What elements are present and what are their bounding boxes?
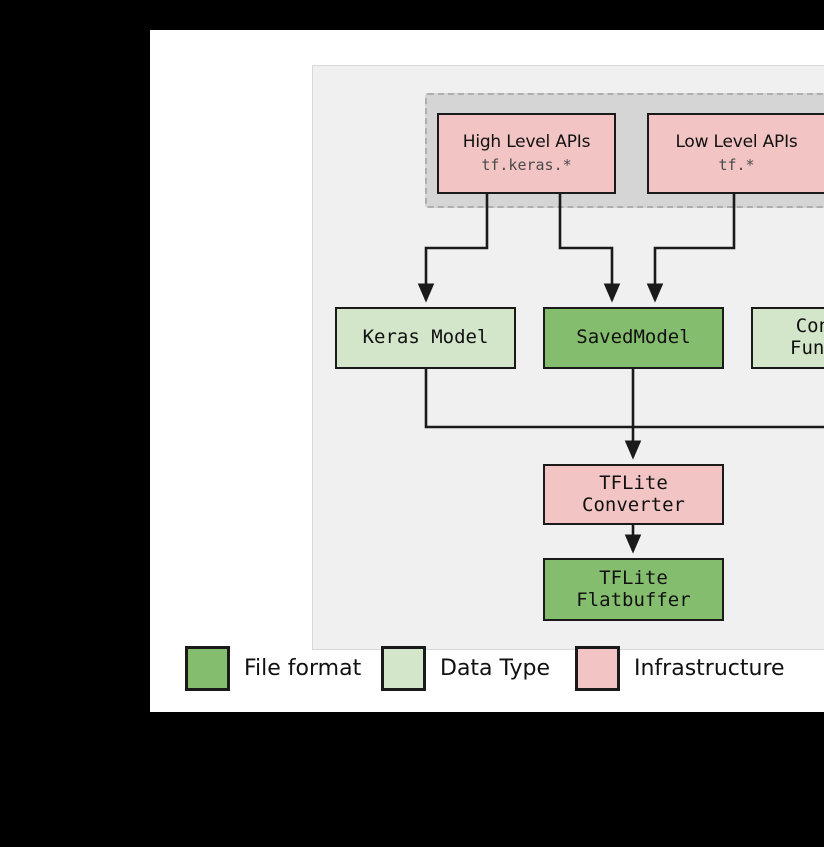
legend-label: Infrastructure bbox=[634, 655, 785, 681]
node-subtitle: tf.* bbox=[718, 156, 755, 175]
node-tflite-converter[interactable]: TFLite Converter bbox=[543, 464, 724, 525]
node-label: TFLite Flatbuffer bbox=[576, 566, 691, 611]
legend-item-infrastructure: Infrastructure bbox=[575, 645, 785, 691]
legend-label: Data Type bbox=[440, 655, 551, 681]
node-savedmodel[interactable]: SavedModel bbox=[543, 307, 724, 369]
node-label: TFLite Converter bbox=[582, 471, 685, 516]
node-label: SavedModel bbox=[576, 326, 691, 349]
legend-swatch-data-type bbox=[381, 645, 426, 691]
node-high-level-apis[interactable]: High Level APIs tf.keras.* bbox=[437, 113, 616, 194]
node-keras-model[interactable]: Keras Model bbox=[335, 307, 516, 369]
node-low-level-apis[interactable]: Low Level APIs tf.* bbox=[647, 113, 824, 194]
node-subtitle: tf.keras.* bbox=[481, 156, 572, 175]
legend-swatch-infrastructure bbox=[575, 645, 620, 691]
node-title: High Level APIs bbox=[462, 131, 591, 152]
node-label: Concrete Functions bbox=[790, 315, 824, 359]
legend-swatch-file-format bbox=[185, 645, 230, 691]
node-title: Low Level APIs bbox=[675, 131, 798, 152]
legend-label: File format bbox=[244, 655, 362, 681]
node-tflite-flatbuffer[interactable]: TFLite Flatbuffer bbox=[543, 558, 724, 621]
diagram-card: High Level APIs tf.keras.* Low Level API… bbox=[150, 30, 824, 712]
legend: File format Data Type Infrastructure bbox=[150, 640, 824, 696]
node-label: Keras Model bbox=[362, 326, 489, 349]
legend-item-file-format: File format bbox=[185, 645, 362, 691]
legend-item-data-type: Data Type bbox=[381, 645, 551, 691]
node-concrete-functions[interactable]: Concrete Functions bbox=[751, 307, 824, 369]
